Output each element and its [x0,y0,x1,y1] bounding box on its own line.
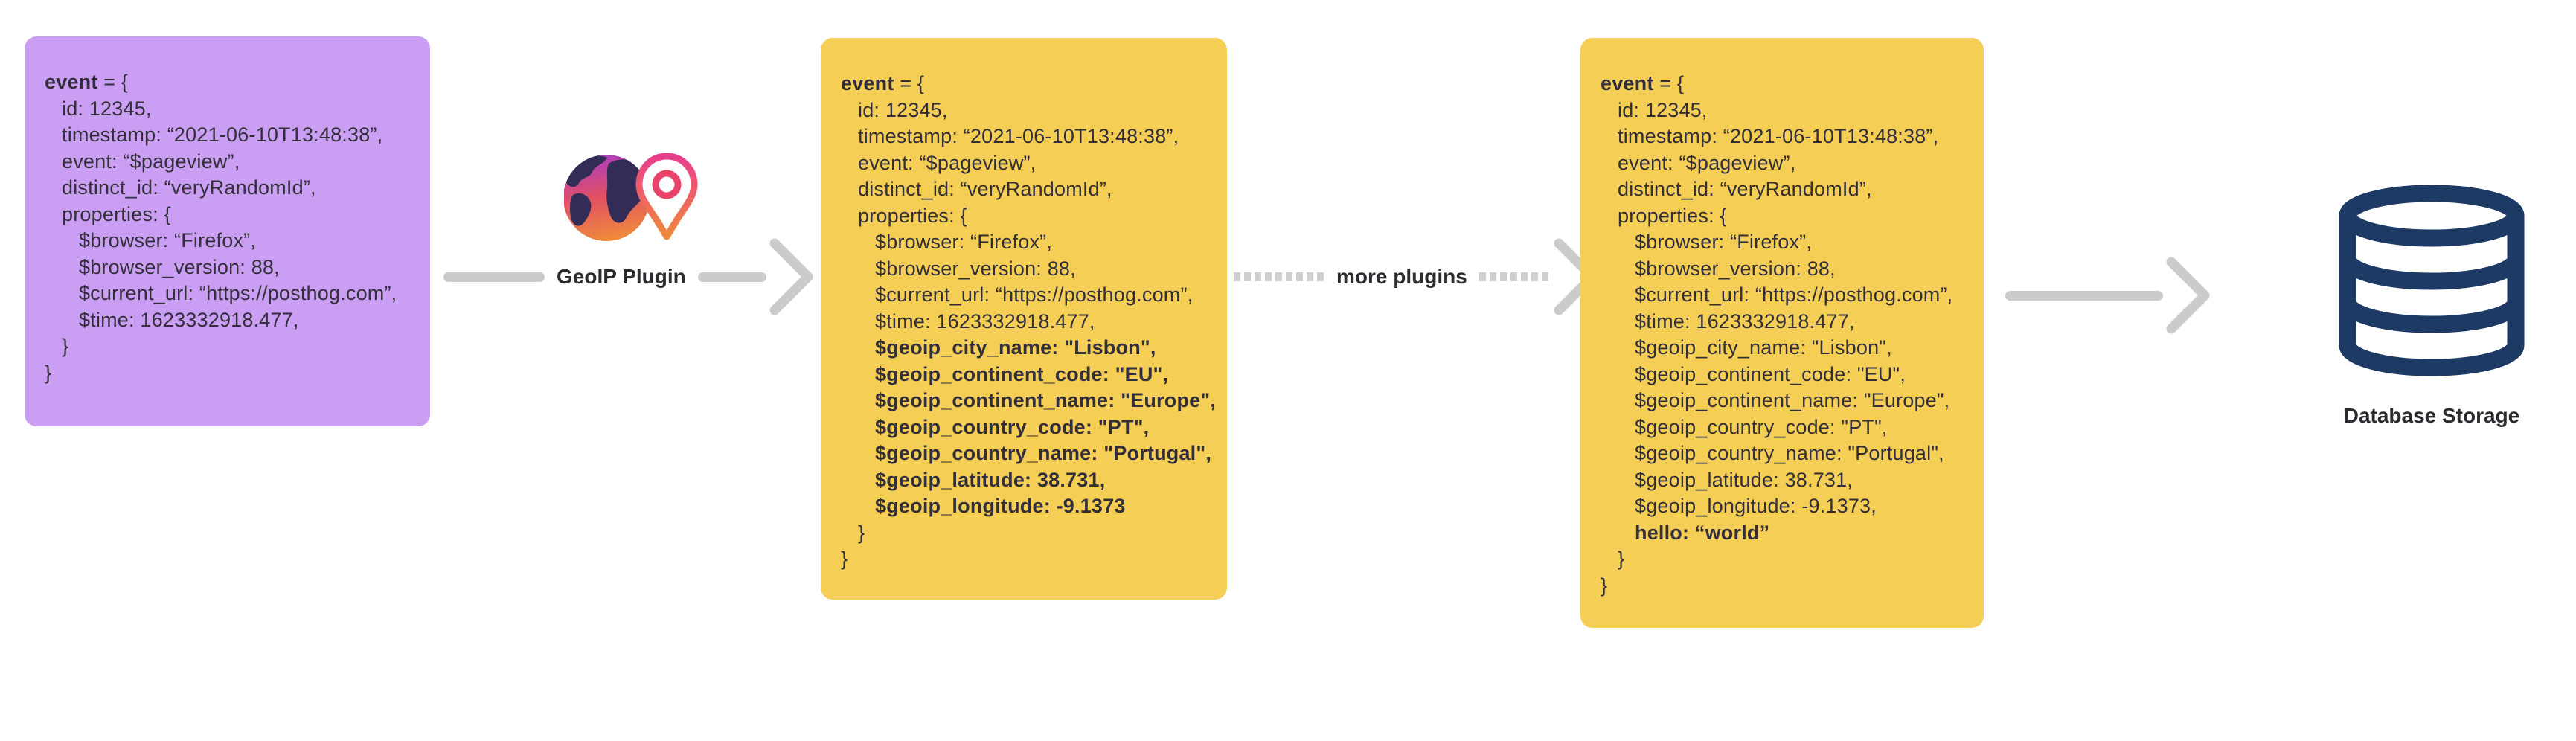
code-line: timestamp: “2021-06-10T13:48:38”, [858,125,1179,147]
database-top-shape [2339,185,2525,247]
code-line: distinct_id: “veryRandomId”, [858,178,1112,200]
code-line: $browser_version: 88, [1635,257,1836,280]
code-line: distinct_id: “veryRandomId”, [62,176,316,199]
arrow-to-database [2005,254,2210,336]
code-line: id: 12345, [858,98,948,121]
dashed-arrow-line [1478,272,1551,281]
code-line: event = { [841,72,925,94]
code-line: id: 12345, [1618,98,1708,121]
code-line: $geoip_continent_name: "Europe", [875,389,1217,411]
arrow-head-icon [2166,257,2210,334]
arrow-line [2005,290,2163,301]
dashed-arrow-line [1234,272,1324,281]
code-line: } [45,361,52,384]
event-after-geoip-card: event = { id: 12345, timestamp: “2021-06-1… [821,38,1227,600]
database-storage-label: Database Storage [2343,404,2520,427]
code-line: $time: 1623332918.477, [875,309,1095,333]
code-line: } [858,521,865,544]
code-line: properties: { [858,204,967,227]
code-line: $geoip_latitude: 38.731, [875,468,1106,491]
code-line: $browser: “Firefox”, [1635,231,1813,253]
code-line: $current_url: “https://posthog.com”, [79,282,397,304]
code-line: event: “$pageview”, [62,150,240,173]
code-line: $geoip_latitude: 38.731, [1635,468,1853,491]
code-line: $geoip_country_name: "Portugal", [1635,442,1944,464]
arrow-line [443,272,545,282]
code-line: $time: 1623332918.477, [1635,309,1855,333]
database-band-shape [2339,257,2525,290]
code-line: hello: “world” [1635,521,1770,544]
database-bottom-shape [2339,343,2525,376]
event-after-more-plugins-card: event = { id: 12345, timestamp: “2021-06-1… [1580,38,1984,628]
database-icon [2331,183,2532,378]
code-line: } [841,548,848,570]
database-band-shape [2339,300,2525,333]
code-line: $browser: “Firefox”, [875,231,1053,253]
code-line: $geoip_longitude: -9.1373 [875,495,1126,517]
code-line: $geoip_country_code: "PT", [1635,415,1888,438]
code-line: $geoip_longitude: -9.1373, [1635,495,1877,517]
geoip-plugin-label: GeoIP Plugin [557,265,686,288]
code-line: $geoip_city_name: "Lisbon", [875,336,1156,359]
code-line: $geoip_country_name: "Portugal", [875,442,1212,464]
code-line: $geoip_city_name: "Lisbon", [1635,336,1892,359]
code-line: $time: 1623332918.477, [79,308,299,331]
code-line: event = { [1601,72,1685,94]
code-line: properties: { [62,202,171,225]
code-line: distinct_id: “veryRandomId”, [1618,178,1872,200]
arrow-line [697,272,766,282]
code-line: $browser: “Firefox”, [79,229,257,251]
code-line: $browser_version: 88, [875,257,1076,280]
code-line: $geoip_continent_code: "EU", [875,362,1169,385]
code-line: event = { [45,71,129,93]
arrow-head-icon [769,238,813,315]
code-line: timestamp: “2021-06-10T13:48:38”, [1618,125,1939,147]
code-line: id: 12345, [62,97,152,120]
geoip-plugin-icon [563,149,698,247]
code-line: $geoip_continent_name: "Europe", [1635,389,1950,411]
code-line: $current_url: “https://posthog.com”, [875,283,1194,306]
code-line: $browser_version: 88, [79,255,280,278]
code-line: } [1618,548,1625,570]
code-line: timestamp: “2021-06-10T13:48:38”, [62,124,383,146]
code-line: } [62,335,69,357]
pin-ring-shape [652,170,682,199]
code-line: } [1601,574,1608,597]
original-event-card: event = { id: 12345, timestamp: “2021-06-1… [25,36,430,426]
code-line: $current_url: “https://posthog.com”, [1635,283,1953,306]
code-line: $geoip_country_code: "PT", [875,415,1150,438]
arrow-more-plugins: more plugins [1234,236,1598,318]
code-line: event: “$pageview”, [858,151,1037,174]
code-line: event: “$pageview”, [1618,151,1796,174]
code-line: properties: { [1618,204,1727,227]
code-line: $geoip_continent_code: "EU", [1635,362,1906,385]
more-plugins-label: more plugins [1336,265,1467,288]
arrow-geoip-plugin: GeoIP Plugin [443,236,813,318]
